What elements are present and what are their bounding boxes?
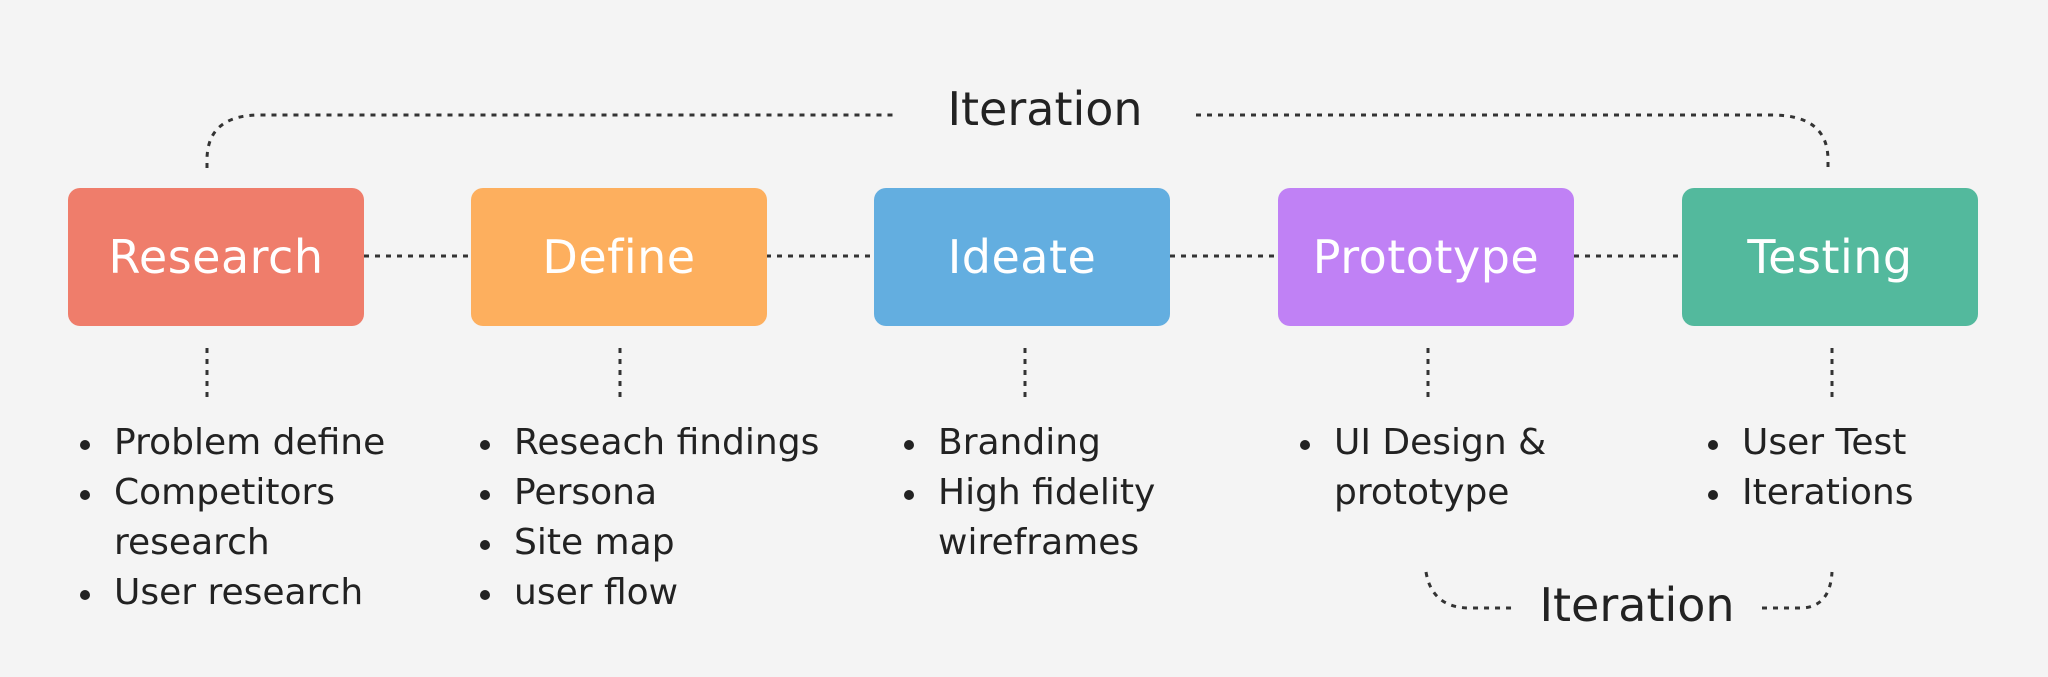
top-iteration-label: Iteration bbox=[947, 82, 1143, 136]
bottom-iteration-label: Iteration bbox=[1539, 578, 1735, 632]
list-item: Reseach findings bbox=[476, 418, 819, 468]
stage-define: Define bbox=[471, 188, 767, 326]
testing-list: User Test Iterations bbox=[1704, 418, 1913, 518]
list-item: Site map bbox=[476, 518, 819, 568]
bottom-iteration-bracket-right bbox=[1762, 571, 1834, 610]
stage-research: Research bbox=[68, 188, 364, 326]
stage-testing: Testing bbox=[1682, 188, 1978, 326]
list-item: user flow bbox=[476, 568, 819, 618]
prototype-list: UI Design & prototype bbox=[1296, 418, 1546, 518]
list-item-line: prototype bbox=[1334, 472, 1510, 513]
list-item-line: UI Design & bbox=[1334, 422, 1547, 463]
list-item: Iterations bbox=[1704, 468, 1913, 518]
stage-prototype: Prototype bbox=[1278, 188, 1574, 326]
list-item: Branding bbox=[900, 418, 1155, 468]
list-item-line: research bbox=[114, 522, 270, 563]
list-item: Problem define bbox=[76, 418, 385, 468]
list-item-line: High fidelity bbox=[938, 472, 1156, 513]
list-item-line: wireframes bbox=[938, 522, 1140, 563]
research-list: Problem define Competitors research User … bbox=[76, 418, 385, 618]
list-item-line: Competitors bbox=[114, 472, 336, 513]
bottom-iteration-bracket-left bbox=[1424, 571, 1512, 610]
list-item: Persona bbox=[476, 468, 819, 518]
list-item: Competitors research bbox=[76, 468, 385, 568]
list-item: User research bbox=[76, 568, 385, 618]
list-item: User Test bbox=[1704, 418, 1913, 468]
ideate-list: Branding High fidelity wireframes bbox=[900, 418, 1155, 568]
top-iteration-bracket-left bbox=[205, 113, 897, 168]
top-iteration-bracket-right bbox=[1196, 113, 1830, 168]
list-item: UI Design & prototype bbox=[1296, 418, 1546, 518]
list-item: High fidelity wireframes bbox=[900, 468, 1155, 568]
stage-ideate: Ideate bbox=[874, 188, 1170, 326]
define-list: Reseach findings Persona Site map user f… bbox=[476, 418, 819, 618]
